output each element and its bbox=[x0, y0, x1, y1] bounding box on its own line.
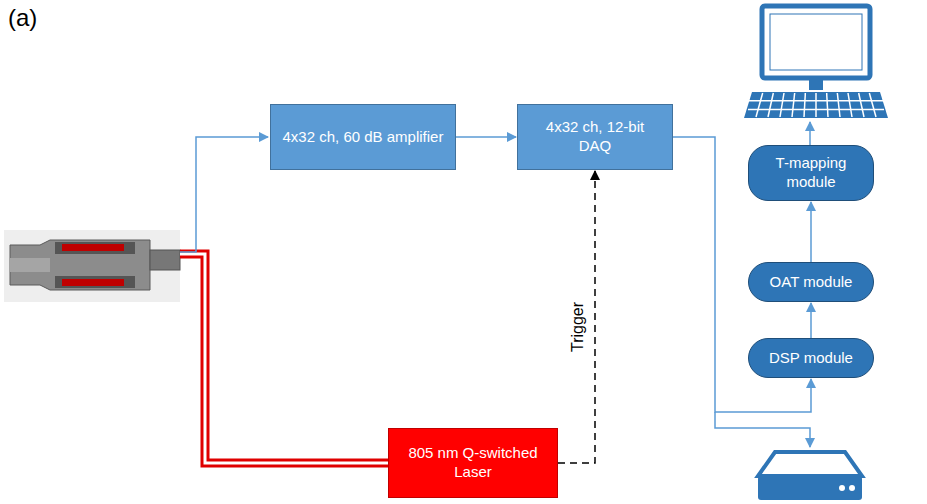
storage-line bbox=[715, 412, 810, 447]
module-box: OAT module bbox=[748, 262, 874, 302]
trigger-line bbox=[558, 171, 595, 463]
box-text: 805 nm Q-switched Laser bbox=[399, 444, 547, 482]
display-line bbox=[809, 122, 811, 145]
box-text: T-mapping module bbox=[759, 154, 863, 192]
box-text: 4x32 ch, 12-bit DAQ bbox=[528, 118, 662, 156]
box-text: DSP module bbox=[769, 349, 853, 368]
storage-icon bbox=[758, 452, 862, 500]
signal-arrow bbox=[456, 136, 516, 138]
optical-fiber bbox=[180, 254, 388, 463]
laser-box: 805 nm Q-switched Laser bbox=[388, 428, 558, 498]
signal-line bbox=[180, 137, 268, 252]
box-text: OAT module bbox=[770, 273, 853, 292]
signal-arrow bbox=[810, 303, 812, 338]
signal-arrow bbox=[810, 202, 812, 262]
panel-label: (a) bbox=[8, 4, 37, 32]
edge-label: Trigger bbox=[569, 299, 587, 353]
module-box: T-mapping module bbox=[748, 145, 874, 201]
daq-box: 4x32 ch, 12-bit DAQ bbox=[517, 104, 673, 170]
probe-illustration bbox=[4, 230, 180, 302]
box-text: 4x32 ch, 60 dB amplifier bbox=[283, 128, 444, 147]
module-box: DSP module bbox=[748, 338, 874, 378]
amplifier-box: 4x32 ch, 60 dB amplifier bbox=[270, 104, 456, 170]
computer-icon bbox=[744, 6, 888, 118]
